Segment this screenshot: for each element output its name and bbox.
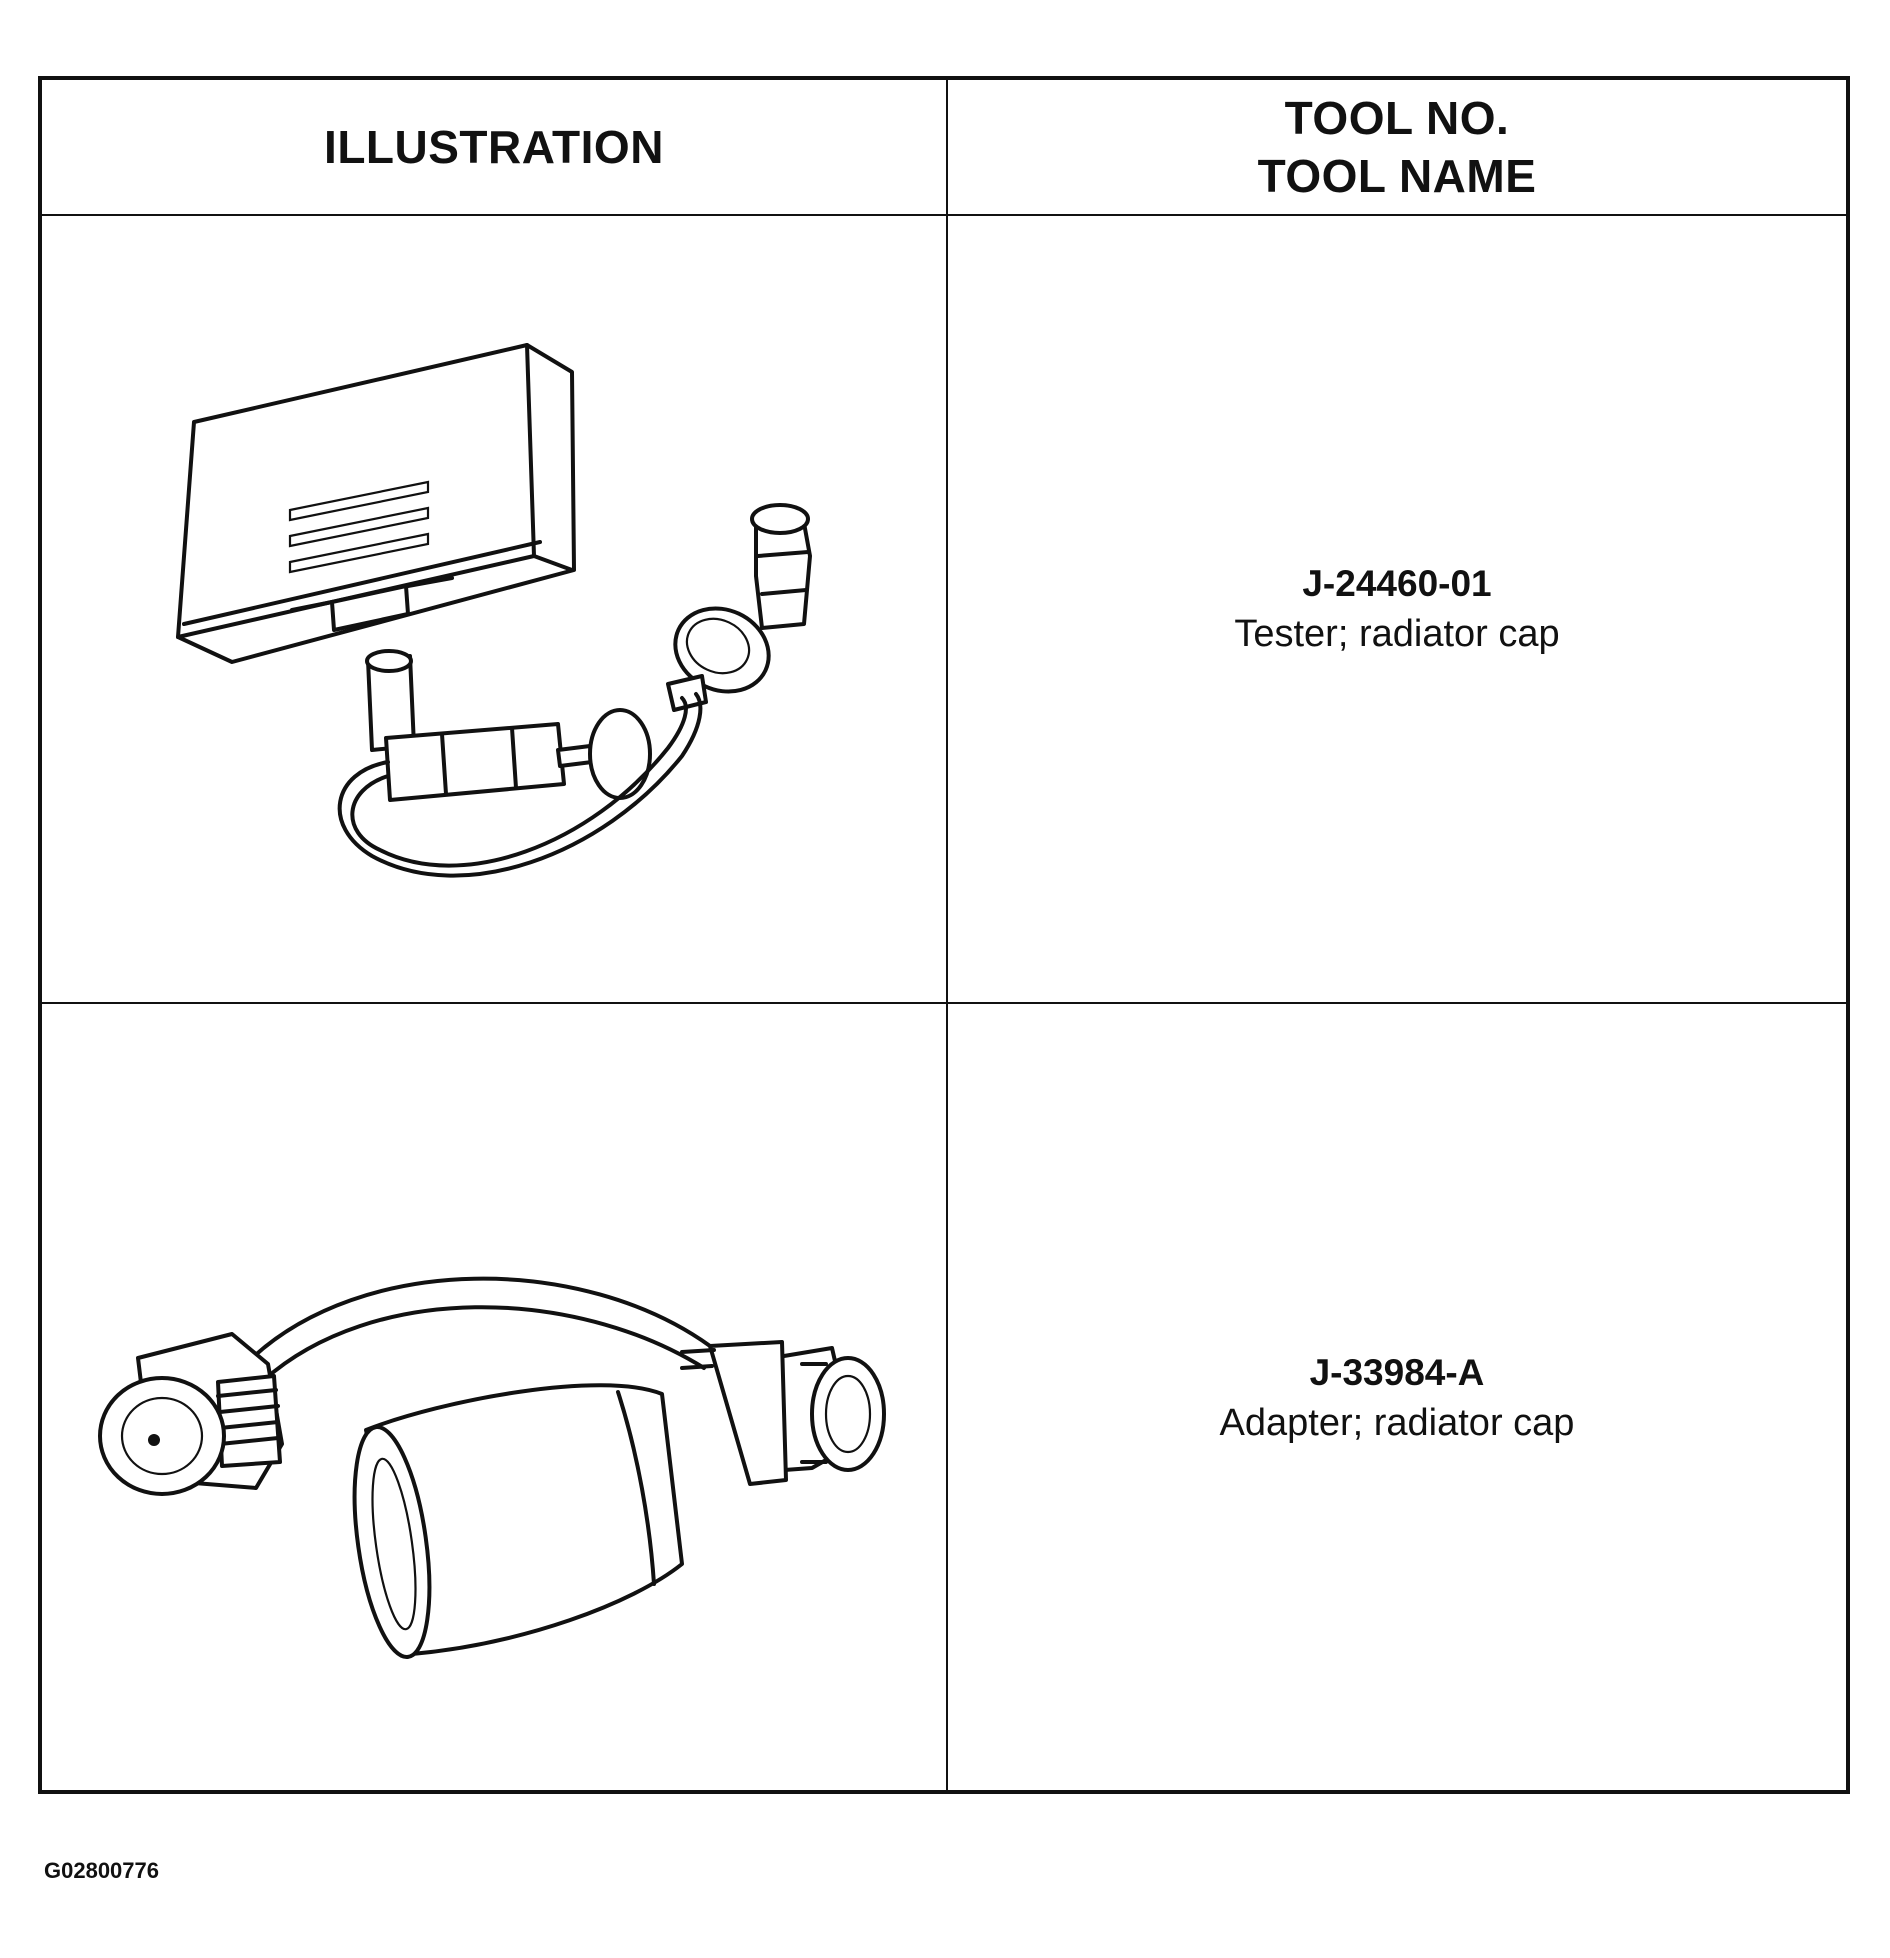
tool-name: Tester; radiator cap <box>1234 613 1560 655</box>
row-divider <box>42 1002 1846 1004</box>
header-divider <box>42 214 1846 216</box>
tool-name: Adapter; radiator cap <box>1219 1402 1575 1444</box>
row-2-tool-cell: J-33984-A Adapter; radiator cap <box>948 1004 1846 1792</box>
row-2-illustration-cell <box>42 1004 946 1792</box>
header-tool: TOOL NO. TOOL NAME <box>948 80 1846 214</box>
row-1-tool-cell: J-24460-01 Tester; radiator cap <box>948 216 1846 1002</box>
header-tool-name-label: TOOL NAME <box>1257 150 1537 202</box>
header-tool-no-label: TOOL NO. <box>1284 92 1510 144</box>
tool-number: J-33984-A <box>1309 1352 1485 1393</box>
column-divider <box>946 80 948 1790</box>
header-illustration: ILLUSTRATION <box>42 80 946 214</box>
radiator-cap-tester-kit-icon <box>42 216 946 1002</box>
radiator-cap-adapter-icon <box>42 1004 946 1792</box>
figure-id: G02800776 <box>44 1858 159 1883</box>
special-tools-table: ILLUSTRATION TOOL NO. TOOL NAME <box>38 76 1850 1794</box>
tool-number: J-24460-01 <box>1302 563 1492 604</box>
header-illustration-label: ILLUSTRATION <box>324 121 664 173</box>
row-1-illustration-cell <box>42 216 946 1002</box>
